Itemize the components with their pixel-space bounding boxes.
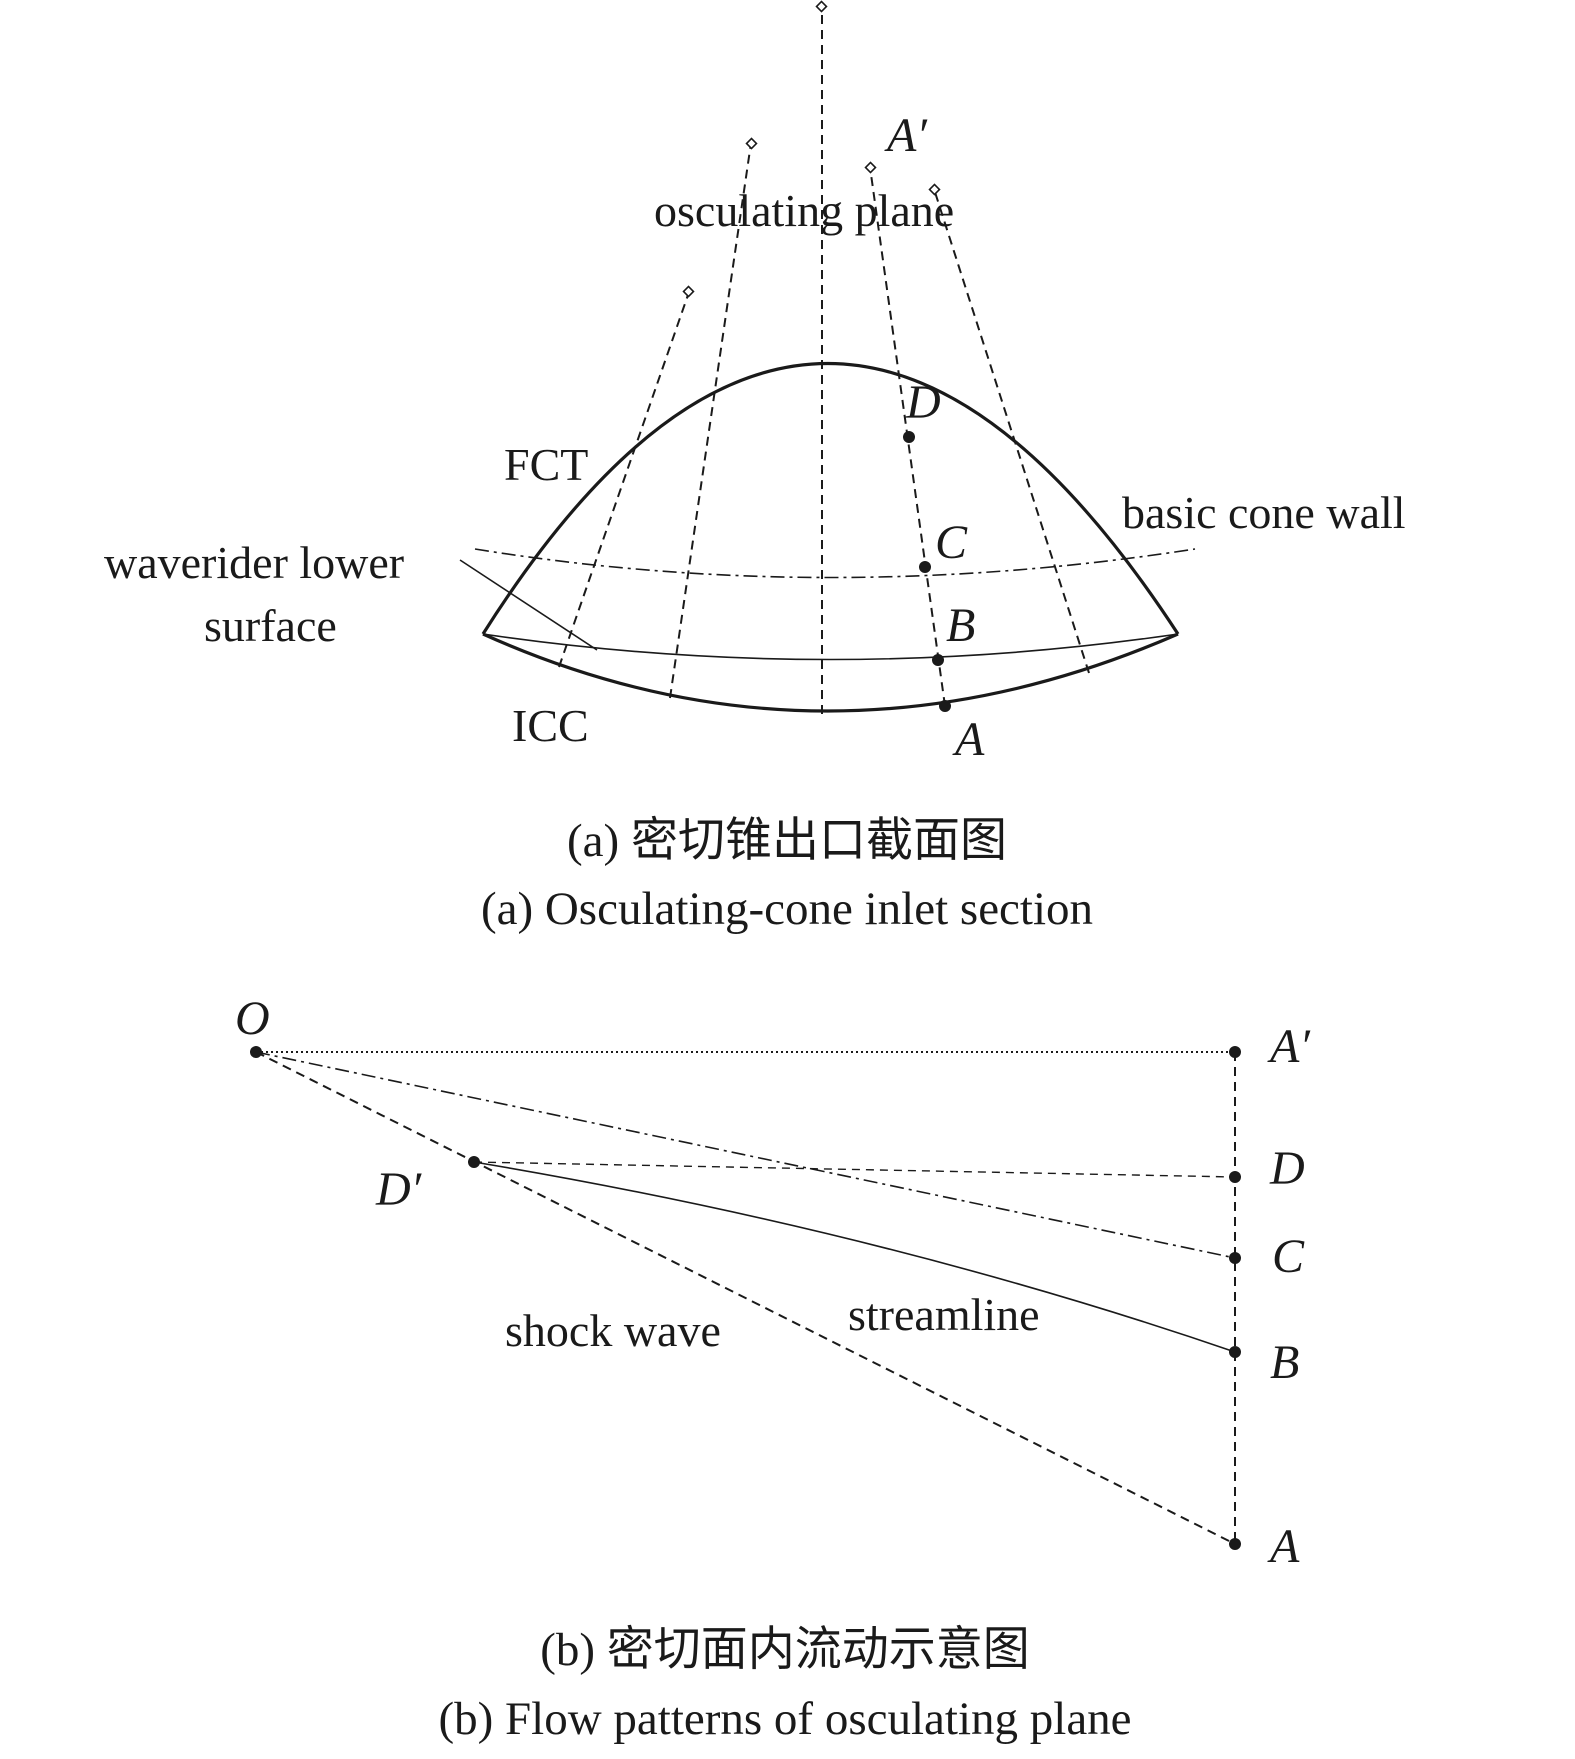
point-b-dot-b [1229, 1346, 1241, 1358]
point-d-label: D [905, 376, 941, 429]
osculating-line-1 [558, 291, 690, 668]
point-a-label: A [952, 713, 985, 766]
shock-wave-label: shock wave [505, 1305, 721, 1356]
waverider-lower-label: waverider lower [104, 537, 404, 588]
osculating-line-4 [933, 188, 1090, 674]
point-b-label-b: B [1270, 1336, 1299, 1389]
fct-label: FCT [504, 439, 588, 490]
point-a-label-b: A [1267, 1520, 1300, 1573]
point-b-label: B [946, 599, 975, 652]
streamline-label: streamline [848, 1289, 1040, 1340]
waverider-leader-line [459, 559, 598, 651]
point-a-prime-label: A′ [884, 109, 928, 162]
diamond-marker-2 [745, 137, 758, 150]
osculating-line-2 [669, 142, 752, 699]
osculating-plane-label: osculating plane [654, 185, 954, 236]
point-a-dot-b [1229, 1538, 1241, 1550]
point-b-dot [932, 654, 944, 666]
point-d-dot [903, 431, 915, 443]
panel-a: A′ D C B A osculating plane FCT basic co… [104, 0, 1406, 935]
caption-a-cn: (a) 密切锥出口截面图 [567, 815, 1007, 867]
diamond-marker-1 [682, 285, 695, 298]
point-a-dot [939, 700, 951, 712]
point-o-label: O [235, 992, 270, 1045]
diamond-marker-a-prime [864, 161, 877, 174]
line-d-prime-d [473, 1161, 1236, 1178]
point-d-prime-dot [468, 1156, 480, 1168]
waverider-lower-surface [482, 633, 1179, 661]
fct-curve [481, 361, 1180, 635]
caption-a-en: (a) Osculating-cone inlet section [481, 883, 1093, 935]
point-c-dot-b [1229, 1252, 1241, 1264]
basic-cone-wall-label: basic cone wall [1122, 487, 1406, 538]
basic-cone-wall [474, 548, 1196, 579]
point-c-label-b: C [1272, 1230, 1305, 1283]
point-a-prime-dot [1229, 1046, 1241, 1058]
icc-curve [482, 632, 1179, 713]
point-d-dot-b [1229, 1171, 1241, 1183]
waverider-surface-label: surface [204, 600, 337, 651]
caption-b-en: (b) Flow patterns of osculating plane [438, 1693, 1131, 1745]
line-o-c [255, 1051, 1236, 1259]
shock-wave-line [255, 1051, 1236, 1545]
point-c-label: C [935, 516, 968, 569]
panel-b: O A′ D D′ C B A shock wave streamline (b… [235, 992, 1311, 1745]
point-c-dot [919, 561, 931, 573]
point-d-prime-label: D′ [375, 1163, 423, 1216]
diamond-marker-center [815, 0, 828, 13]
icc-label: ICC [512, 700, 589, 751]
point-o-dot [250, 1046, 262, 1058]
point-d-label-b: D [1269, 1142, 1305, 1195]
streamline-curve [473, 1161, 1236, 1353]
diamond-marker-4 [928, 183, 941, 196]
point-a-prime-label-b: A′ [1267, 1020, 1311, 1073]
caption-b-cn: (b) 密切面内流动示意图 [540, 1624, 1030, 1676]
